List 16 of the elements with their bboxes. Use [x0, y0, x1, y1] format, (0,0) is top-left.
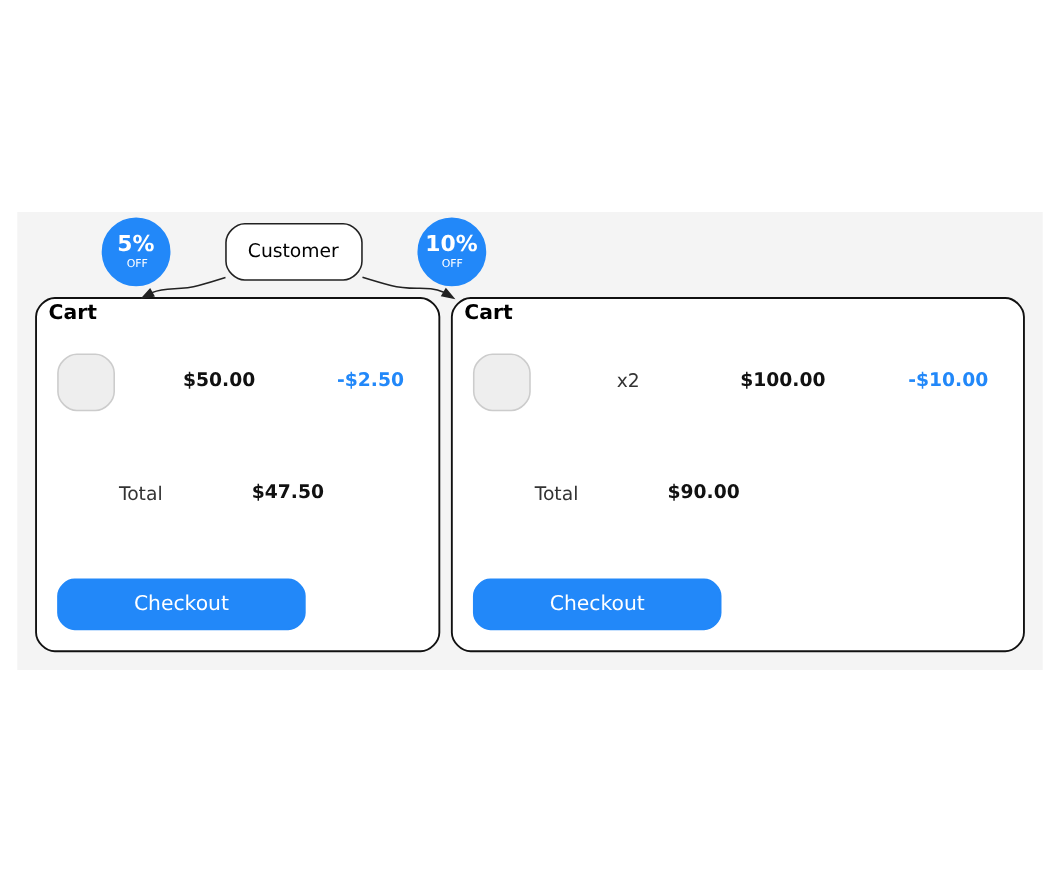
- label: $50.00: [182, 368, 256, 391]
- label: $100.00: [740, 368, 826, 391]
- label: -$10.00: [908, 368, 989, 391]
- node-box: Checkout: [472, 577, 722, 630]
- node-box: Customer: [225, 221, 363, 280]
- label: $90.00: [667, 481, 740, 504]
- label: $47.50: [251, 481, 325, 504]
- arrow: [140, 275, 227, 299]
- node-box: [472, 352, 531, 411]
- label: Total: [534, 482, 579, 505]
- label: Total: [118, 482, 163, 505]
- node-box: [57, 352, 115, 411]
- label: -$2.50: [336, 368, 404, 391]
- node-box: Checkout: [57, 577, 306, 630]
- arrow: [361, 275, 456, 299]
- label: x2: [616, 370, 640, 393]
